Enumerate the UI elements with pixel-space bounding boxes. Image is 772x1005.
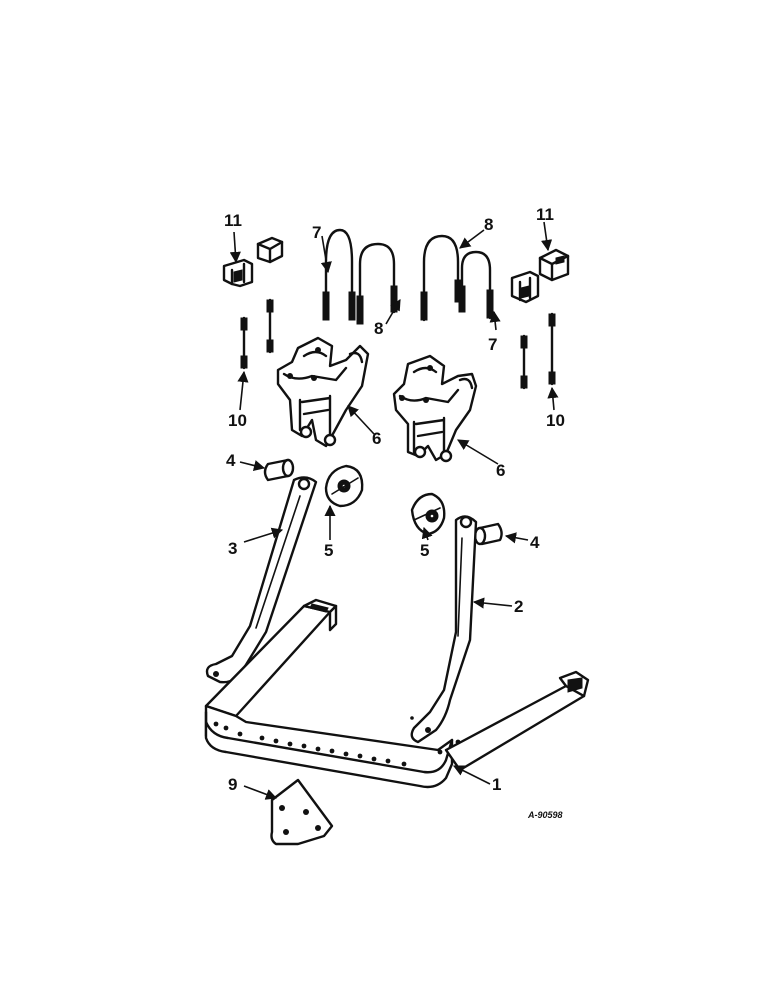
bracket-6-left [276,336,370,448]
callout-9: 9 [228,775,237,794]
stud-10-right-b [548,312,556,386]
callout-6-right: 6 [496,461,505,480]
clip-11-left-a [222,258,254,288]
callout-2: 2 [514,597,523,616]
bracket-6-right [392,354,478,463]
bushing-4-left [263,458,295,482]
callout-11-left: 11 [224,211,242,230]
callout-5-left: 5 [324,541,333,560]
shackle-5-left [324,464,364,508]
bushing-4-right [473,522,503,546]
callout-4-right: 4 [530,533,540,552]
callout-3: 3 [228,539,237,558]
clip-11-right-a [538,248,570,282]
callouts: 11 11 7 8 8 7 10 10 6 6 4 4 5 5 3 2 1 9 … [224,205,565,820]
callout-8-top: 8 [484,215,493,234]
callout-10-left: 10 [228,411,247,430]
callout-7-right: 7 [488,335,497,354]
callout-4-left: 4 [226,451,236,470]
callout-6-left: 6 [372,429,381,448]
callout-5-right: 5 [420,541,429,560]
shackle-5-right [410,492,446,536]
callout-7-left: 7 [312,223,321,242]
plate-9 [270,778,334,846]
callout-10-right: 10 [546,411,565,430]
stud-10-left-a [240,316,248,370]
u-bolt-7-left [322,228,398,325]
reference-code: A-90598 [527,810,563,820]
clip-11-left-b [256,236,284,264]
leader-lines [229,221,559,800]
stud-10-right-a [520,334,528,390]
callout-1: 1 [492,775,501,794]
callout-8-bottom: 8 [374,319,383,338]
brace-2-right [410,515,478,744]
frame-1 [204,598,590,789]
u-bolt-8-right [420,234,494,322]
clip-11-right-b [510,270,540,304]
stud-10-left-b [266,298,274,354]
callout-11-right: 11 [536,205,554,224]
